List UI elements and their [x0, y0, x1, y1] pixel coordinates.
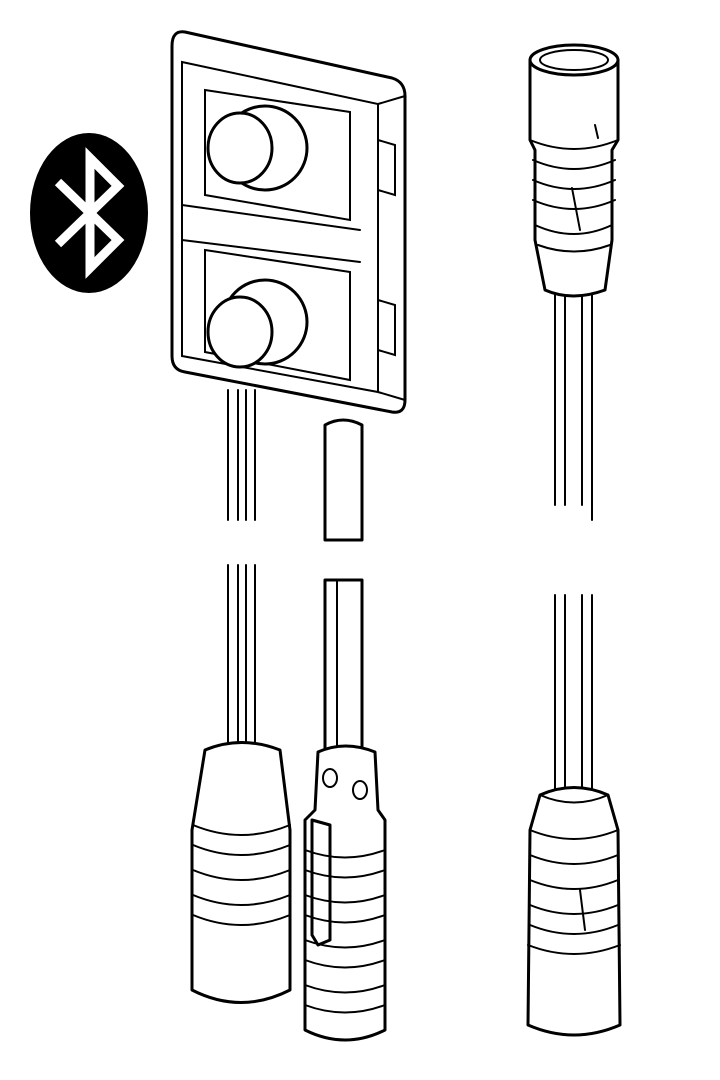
cable-middle — [323, 418, 364, 752]
button-bottom — [206, 278, 309, 369]
remote-control — [170, 30, 407, 414]
connector-left — [190, 741, 292, 1004]
connector-right-bottom — [526, 786, 622, 1037]
bluetooth-icon — [30, 133, 148, 293]
cable-right — [554, 294, 593, 791]
connector-middle — [303, 744, 387, 1042]
cable-left — [227, 389, 256, 751]
button-top — [206, 104, 309, 192]
connector-right-top — [528, 43, 620, 298]
